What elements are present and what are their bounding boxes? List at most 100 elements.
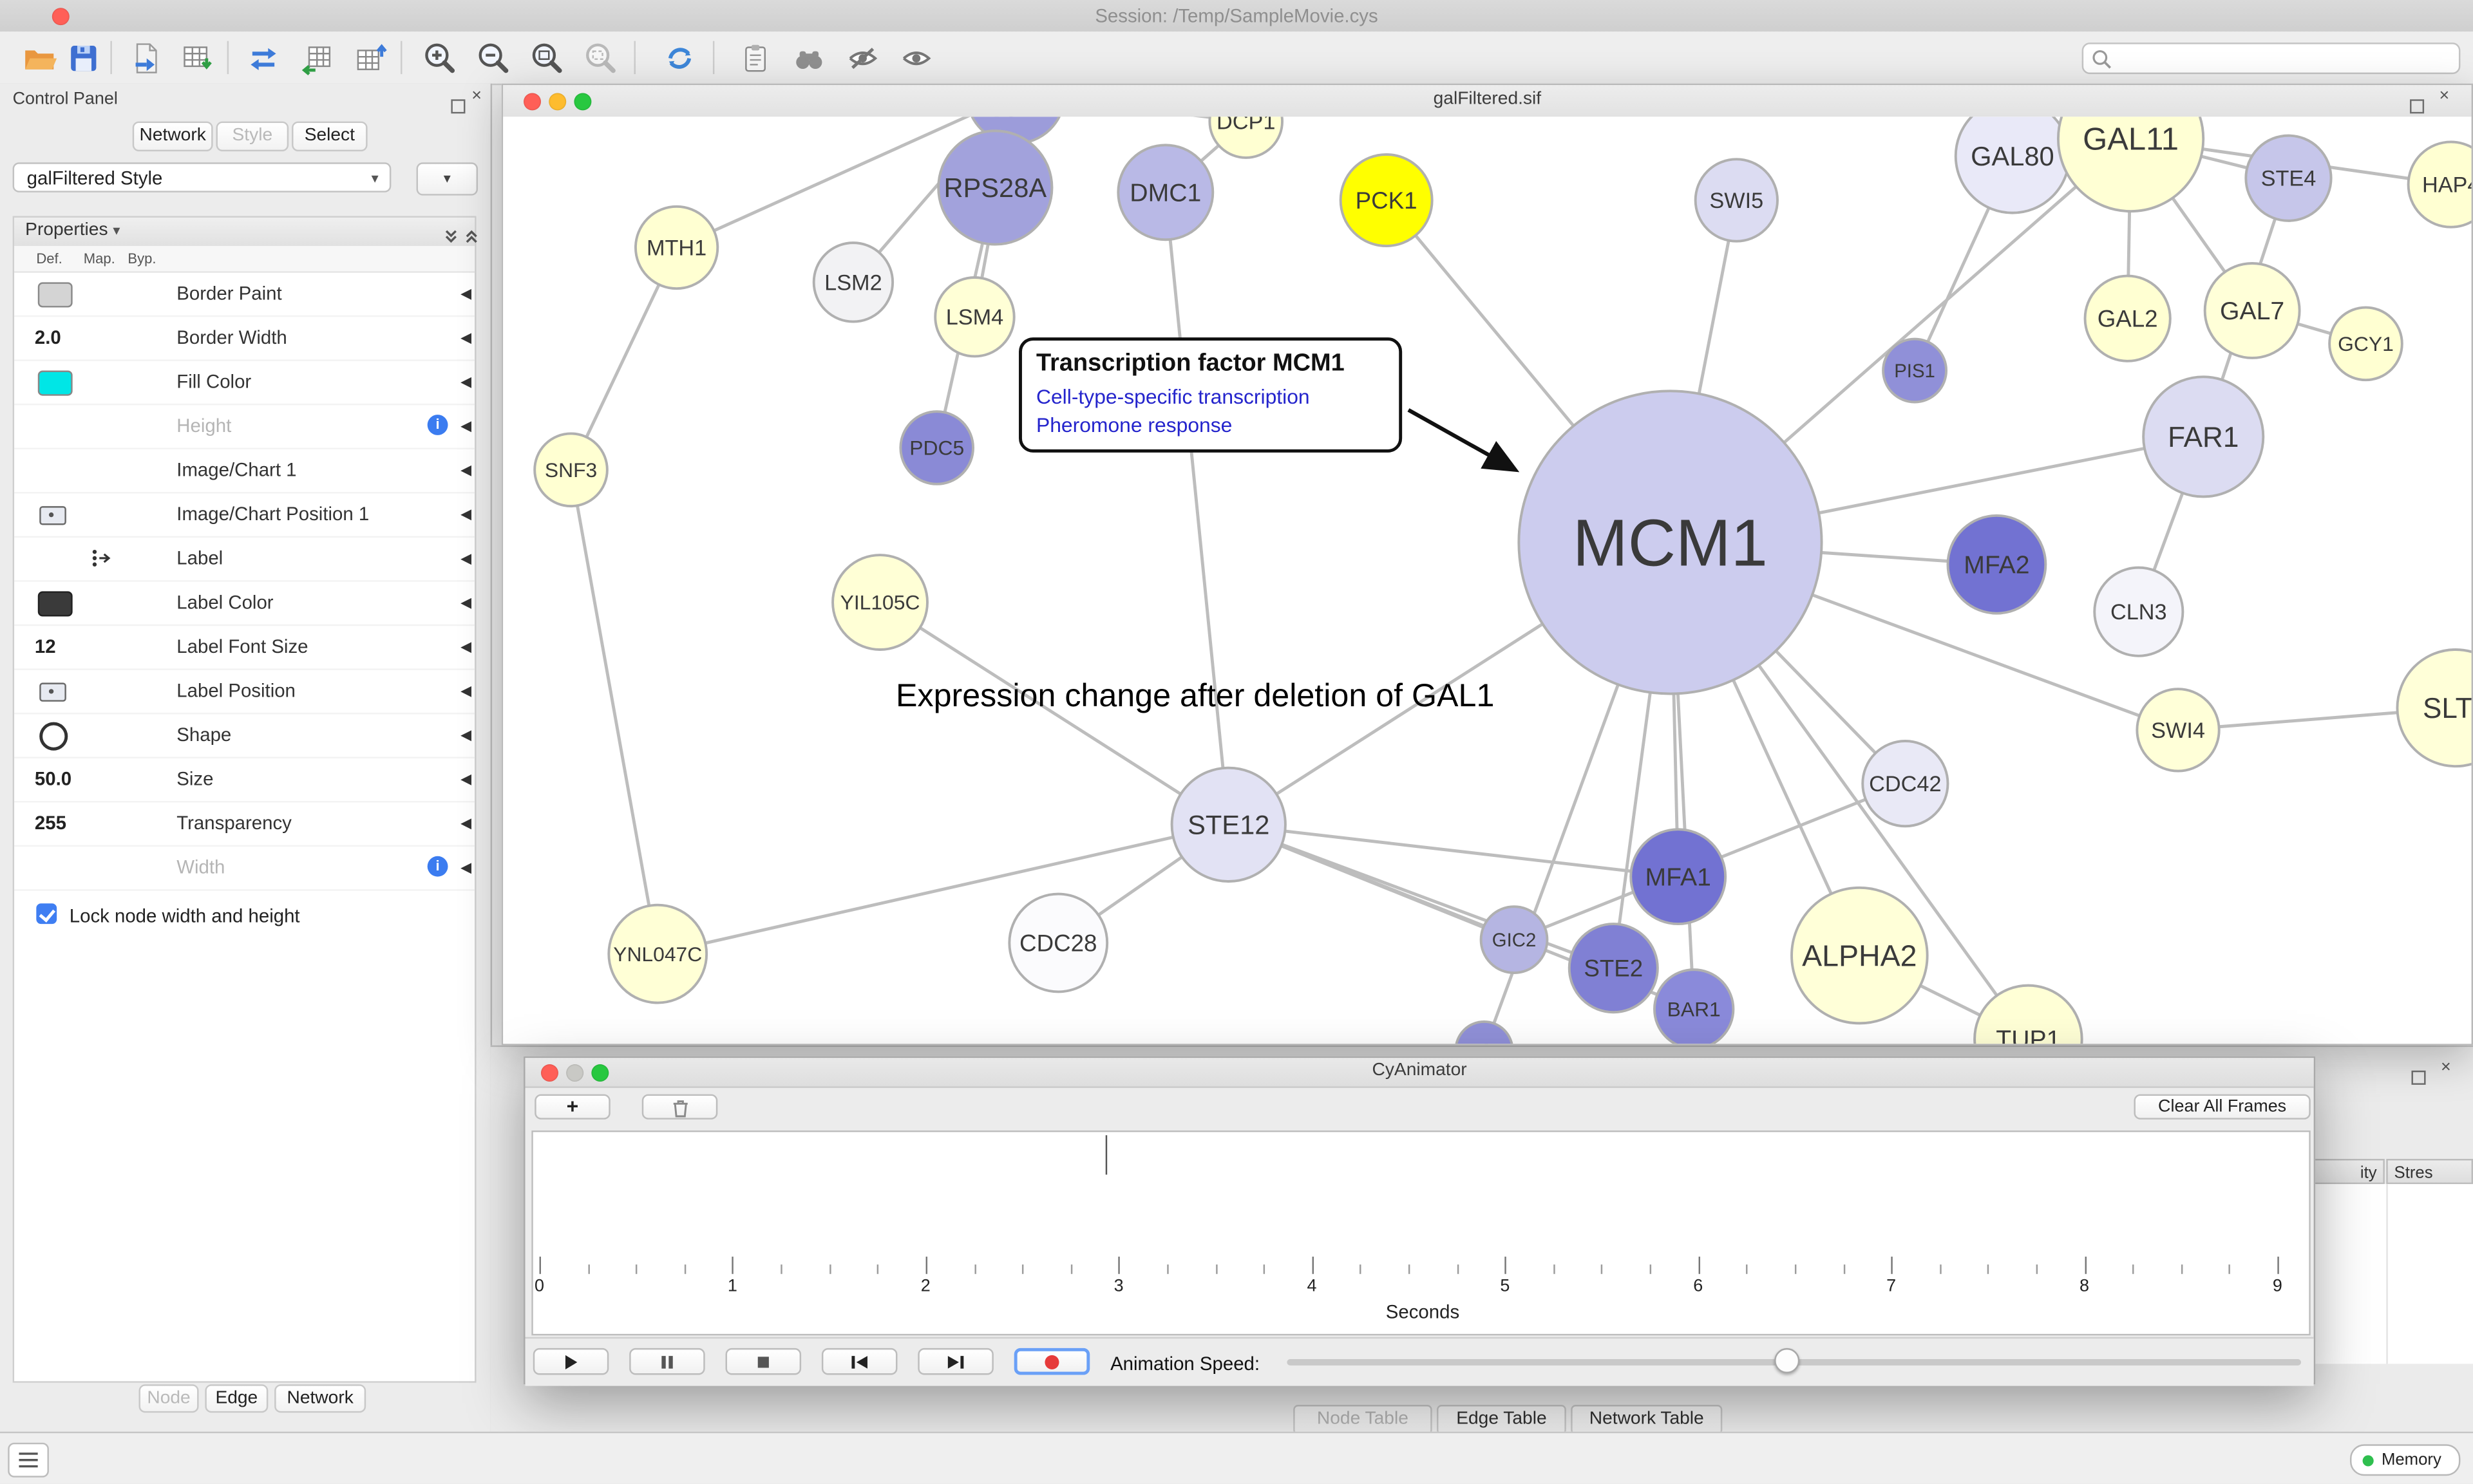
properties-header[interactable]: Properties ▾ [14, 217, 477, 248]
network-node-gal2[interactable]: GAL2 [2083, 274, 2172, 362]
network-node-tup1[interactable]: TUP1 [1973, 984, 2083, 1044]
close-window-button[interactable] [52, 7, 70, 24]
network-canvas[interactable]: RPS28BRPS28ADCP1DMC1PCK1SWI5GAL80GAL11ST… [503, 117, 2472, 1044]
save-session-icon[interactable] [63, 38, 104, 79]
network-node-gcy1[interactable]: GCY1 [2328, 306, 2403, 382]
mapping-cell[interactable] [85, 448, 123, 493]
record-button[interactable] [1014, 1348, 1090, 1375]
style-property-row[interactable]: Border Paint◀ [14, 271, 475, 317]
search-box[interactable] [2081, 42, 2461, 75]
style-property-row[interactable]: Shape◀ [14, 713, 475, 758]
network-node-hap4[interactable]: HAP4 [2407, 140, 2472, 229]
default-value-cell[interactable] [35, 448, 76, 493]
search-network-icon[interactable] [788, 38, 829, 79]
network-edge[interactable] [1016, 117, 1246, 124]
default-value-cell[interactable] [35, 359, 76, 404]
mapping-cell[interactable] [85, 359, 123, 404]
mapping-cell[interactable] [85, 625, 123, 669]
stop-button[interactable] [725, 1348, 802, 1375]
network-node-pck1[interactable]: PCK1 [1339, 153, 1434, 248]
expand-arrow-icon[interactable]: ◀ [460, 682, 472, 699]
network-node-ste12[interactable]: STE12 [1170, 766, 1287, 883]
network-window-titlebar[interactable]: galFiltered.sif × [503, 85, 2472, 118]
default-value-cell[interactable] [35, 845, 76, 890]
tab-node[interactable]: Node [138, 1384, 199, 1413]
animator-minimize-button[interactable] [566, 1063, 584, 1081]
annotation-link-1[interactable]: Cell-type-specific transcription [1036, 384, 1310, 409]
float-panel-icon[interactable] [451, 93, 466, 121]
expand-all-icon[interactable] [443, 224, 459, 252]
default-value-cell[interactable] [35, 404, 76, 448]
table-col-centrality[interactable]: ity [2310, 1159, 2385, 1185]
network-node-mfa2[interactable]: MFA2 [1946, 514, 2047, 615]
network-node-ste2[interactable]: STE2 [1568, 923, 1659, 1014]
playhead[interactable] [1105, 1135, 1108, 1175]
network-edge[interactable] [569, 469, 659, 955]
network-node-lsm4[interactable]: LSM4 [934, 276, 1016, 358]
network-node-bar1[interactable]: BAR1 [1653, 968, 1735, 1044]
network-node-rps28a[interactable]: RPS28A [937, 129, 1054, 246]
expand-arrow-icon[interactable]: ◀ [460, 771, 472, 787]
copy-annotation-icon[interactable] [735, 38, 776, 79]
network-node-dcp1[interactable]: DCP1 [1208, 117, 1284, 159]
default-value-cell[interactable] [35, 492, 76, 536]
default-value-cell[interactable]: 2.0 [35, 315, 76, 360]
tab-network-bottom[interactable]: Network [274, 1384, 366, 1413]
default-value-cell[interactable] [35, 668, 76, 713]
tab-node-table[interactable]: Node Table [1293, 1405, 1432, 1435]
mapping-cell[interactable] [85, 315, 123, 360]
network-edge[interactable] [1228, 823, 1678, 879]
export-network-icon[interactable] [350, 38, 392, 79]
color-swatch[interactable] [37, 370, 73, 396]
play-button[interactable] [533, 1348, 609, 1375]
network-node-ste4[interactable]: STE4 [2244, 134, 2333, 222]
hide-details-icon[interactable] [842, 38, 884, 79]
network-node-mfa1[interactable]: MFA1 [1629, 828, 1727, 926]
network-node-swi4[interactable]: SWI4 [2136, 688, 2221, 773]
panel-menu-button[interactable] [8, 1442, 49, 1478]
network-node-alpha2[interactable]: ALPHA2 [1790, 886, 1929, 1025]
collapse-all-icon[interactable] [464, 224, 479, 252]
animator-zoom-button[interactable] [591, 1063, 609, 1081]
expand-arrow-icon[interactable]: ◀ [460, 506, 472, 522]
network-close-button[interactable] [524, 92, 542, 110]
network-node-cln3[interactable]: CLN3 [2093, 566, 2184, 657]
color-swatch[interactable] [37, 282, 73, 308]
zoom-out-icon[interactable] [473, 38, 515, 79]
swap-network-icon[interactable] [243, 38, 284, 79]
style-menu-button[interactable]: ▾ [416, 162, 478, 196]
network-node-cdc28[interactable]: CDC28 [1008, 892, 1109, 993]
close-network-icon[interactable]: × [2439, 86, 2450, 106]
style-property-row[interactable]: Label Color◀ [14, 580, 475, 626]
open-session-icon[interactable] [19, 38, 60, 79]
network-node-pis1[interactable]: PIS1 [1882, 337, 1948, 404]
tab-style[interactable]: Style [216, 121, 289, 152]
last-frame-button[interactable] [918, 1348, 994, 1375]
network-node-slt2[interactable]: SLT2 [2396, 648, 2472, 768]
annotation-link-2[interactable]: Pheromone response [1036, 413, 1233, 437]
expand-arrow-icon[interactable]: ◀ [460, 285, 472, 301]
style-dropdown[interactable]: galFiltered Style▾ [12, 162, 392, 193]
import-table-icon[interactable] [176, 38, 218, 79]
network-edge[interactable] [657, 823, 1229, 956]
export-table-icon[interactable] [296, 38, 337, 79]
tab-select[interactable]: Select [292, 121, 368, 152]
expand-arrow-icon[interactable]: ◀ [460, 329, 472, 346]
cyanimator-titlebar[interactable]: CyAnimator [525, 1058, 2314, 1088]
zoom-selected-icon[interactable] [580, 38, 621, 79]
default-value-cell[interactable]: 12 [35, 625, 76, 669]
default-value-cell[interactable] [35, 271, 76, 315]
default-value-cell[interactable]: 255 [35, 801, 76, 845]
network-zoom-button[interactable] [574, 92, 592, 110]
style-property-row[interactable]: Image/Chart 1◀ [14, 448, 475, 494]
table-col-stress[interactable]: Stres [2386, 1159, 2473, 1185]
refresh-view-icon[interactable] [659, 38, 701, 79]
clear-all-frames-button[interactable]: Clear All Frames [2134, 1094, 2311, 1120]
tab-network-table[interactable]: Network Table [1571, 1405, 1723, 1435]
zoom-fit-icon[interactable] [527, 38, 568, 79]
add-frame-button[interactable]: + [535, 1094, 611, 1120]
network-node-gal11[interactable]: GAL11 [2056, 117, 2205, 213]
